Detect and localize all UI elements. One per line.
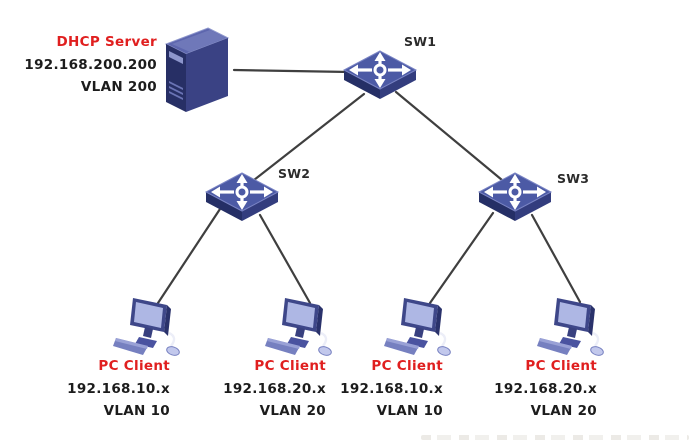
dhcp-server-ip: 192.168.200.200 [24, 56, 157, 73]
watermark-remnant [421, 435, 689, 440]
pc2-icon [265, 296, 341, 360]
pc3-icon [384, 296, 460, 360]
switch-sw1-icon [342, 46, 418, 104]
pc2-ip: 192.168.20.x [223, 380, 326, 397]
pc2-vlan: VLAN 20 [259, 403, 326, 419]
sw1-label: SW1 [404, 34, 437, 49]
dhcp-server-label-block: DHCP Server 192.168.200.200 VLAN 200 [0, 31, 157, 99]
dhcp-server-vlan: VLAN 200 [80, 79, 157, 95]
pc2-name: PC Client [254, 358, 326, 374]
sw3-label: SW3 [557, 171, 590, 186]
pc3-label-block: PC Client 192.168.10.x VLAN 10 [313, 355, 443, 423]
pc1-label-block: PC Client 192.168.10.x VLAN 10 [40, 355, 170, 423]
link-server-sw1 [232, 68, 352, 74]
pc4-ip: 192.168.20.x [494, 380, 597, 397]
dhcp-server-icon [158, 26, 242, 122]
switch-sw3-icon [477, 168, 553, 226]
link-sw3-pc4 [530, 213, 582, 304]
pc1-icon [113, 296, 189, 360]
pc1-vlan: VLAN 10 [103, 403, 170, 419]
link-sw2-pc1 [156, 207, 222, 305]
pc4-icon [537, 296, 613, 360]
pc3-ip: 192.168.10.x [340, 380, 443, 397]
pc3-name: PC Client [371, 358, 443, 374]
pc2-label-block: PC Client 192.168.20.x VLAN 20 [196, 355, 326, 423]
pc1-name: PC Client [98, 358, 170, 374]
pc4-vlan: VLAN 20 [530, 403, 597, 419]
link-sw3-pc3 [428, 211, 495, 305]
switch-sw2-icon [204, 168, 280, 226]
pc4-label-block: PC Client 192.168.20.x VLAN 20 [467, 355, 597, 423]
pc3-vlan: VLAN 10 [376, 403, 443, 419]
dhcp-server-name: DHCP Server [56, 34, 157, 50]
link-sw2-pc2 [258, 213, 312, 305]
link-sw1-sw3 [394, 90, 504, 182]
pc4-name: PC Client [525, 358, 597, 374]
pc1-ip: 192.168.10.x [67, 380, 170, 397]
link-sw1-sw2 [252, 92, 366, 182]
sw2-label: SW2 [278, 166, 311, 181]
